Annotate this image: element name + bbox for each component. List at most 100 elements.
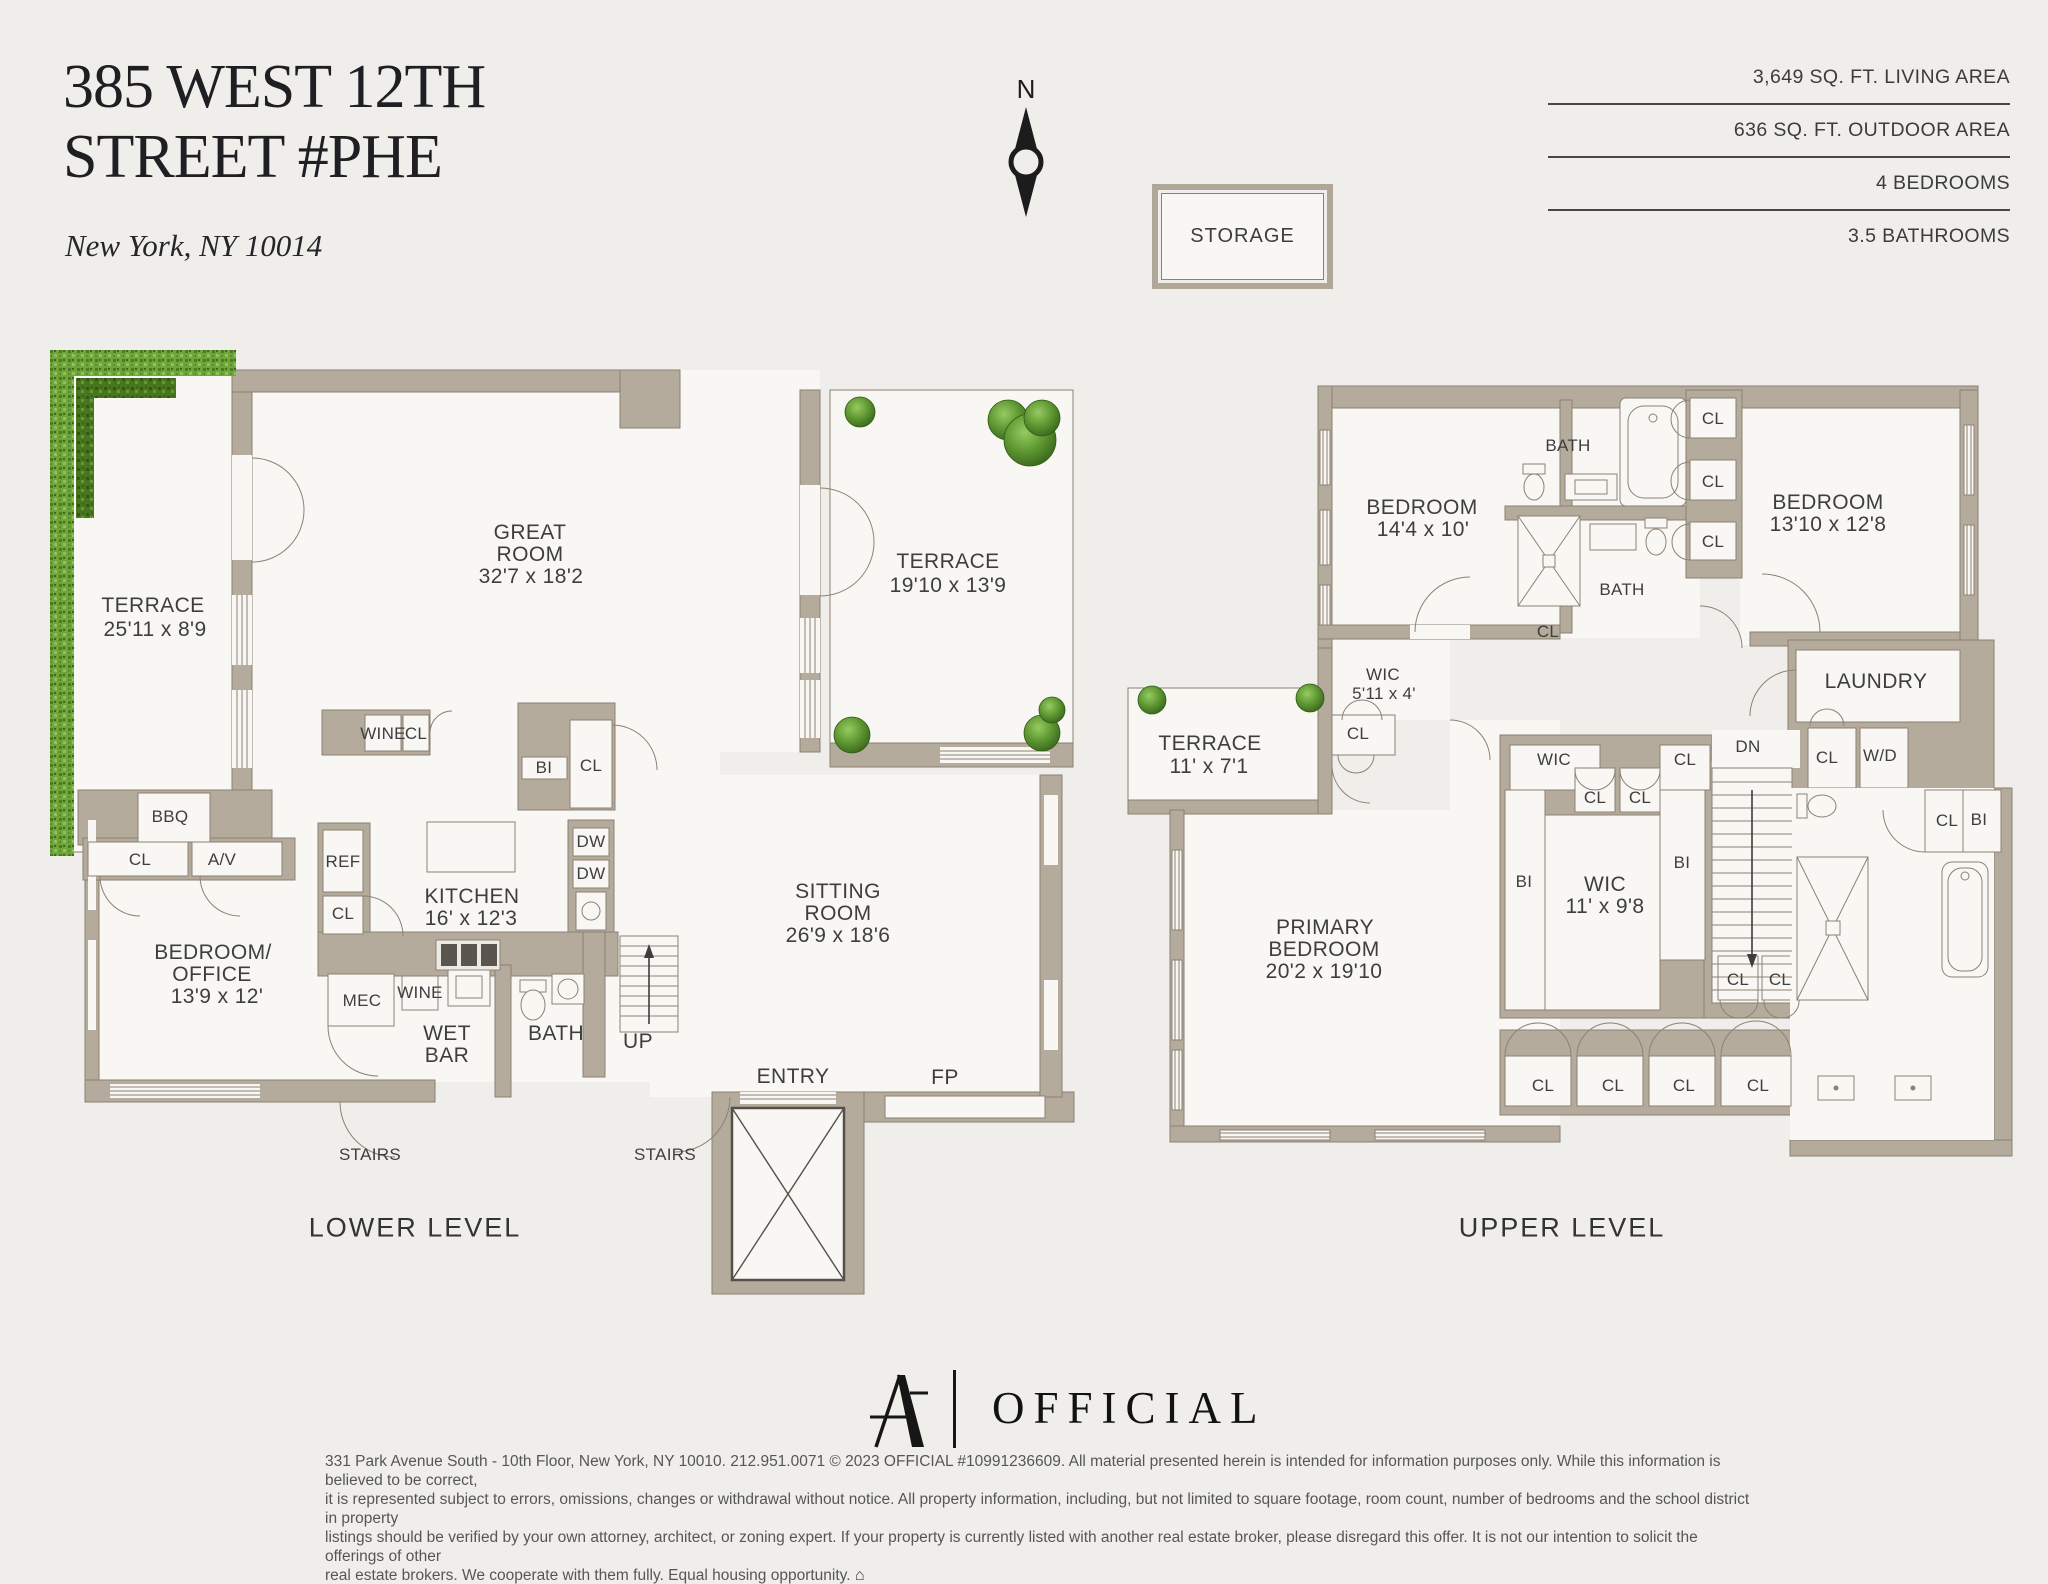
- built-in-label: BI: [1515, 872, 1533, 892]
- equal-housing-icon: ⌂: [854, 1567, 865, 1584]
- closet-label: CL: [1701, 472, 1725, 492]
- refrigerator-label: REF: [325, 852, 361, 872]
- address-subtitle: New York, NY 10014: [65, 228, 323, 263]
- terrace-left-label: TERRACE: [101, 593, 205, 617]
- closet-label: CL: [1701, 532, 1725, 552]
- closet-label: CL: [128, 850, 152, 870]
- stat-outdoor-area: 636 SQ. FT. OUTDOOR AREA: [1548, 105, 2010, 158]
- built-in-label: BI: [1673, 853, 1691, 873]
- wic3-dims: 11' x 9'8: [1565, 894, 1645, 918]
- kitchen-label: KITCHEN: [424, 884, 520, 908]
- terrace-right-dims: 19'10 x 13'9: [889, 573, 1007, 597]
- brand-name: OFFICIAL: [992, 1383, 1267, 1433]
- legal-disclaimer: 331 Park Avenue South - 10th Floor, New …: [325, 1452, 1755, 1584]
- lower-level-drawing: [50, 350, 1075, 1295]
- bedroom1-label: BEDROOM: [1366, 495, 1478, 519]
- washer-dryer-label: W/D: [1863, 746, 1897, 766]
- upper-level-title: UPPER LEVEL: [1458, 1212, 1666, 1243]
- closet-label: CL: [579, 756, 603, 776]
- legal-line-2: it is represented subject to errors, omi…: [325, 1491, 1750, 1527]
- closet-label: CL: [1536, 622, 1560, 642]
- sitting-room-dims: 26'9 x 18'6: [785, 923, 891, 947]
- wic3-label: WIC: [1583, 872, 1627, 896]
- closet-label: CL: [1768, 970, 1792, 990]
- built-in-label: BI: [535, 758, 553, 778]
- wine-label: WINE: [397, 983, 443, 1003]
- title-line-2: STREET #PHE: [63, 123, 443, 191]
- stat-bathrooms: 3.5 BATHROOMS: [1848, 225, 2010, 247]
- compass-north-label: N: [1016, 74, 1036, 104]
- page-title: 385 WEST 12TH STREET #PHE: [63, 52, 486, 192]
- closet-label: CL: [1601, 1076, 1625, 1096]
- storage-label: STORAGE: [1161, 193, 1324, 280]
- bedroom2-dims: 13'10 x 12'8: [1769, 512, 1887, 536]
- compass-needle-icon: [1008, 107, 1044, 217]
- closet-label: CL: [1726, 970, 1750, 990]
- bath-label: BATH: [527, 1021, 585, 1045]
- closet-label: CL: [1583, 788, 1607, 808]
- wic1-label: WIC: [1366, 665, 1400, 685]
- closet-label: CL: [1531, 1076, 1555, 1096]
- closet-label: CL: [1346, 724, 1370, 744]
- stat-living-area: 3,649 SQ. FT. LIVING AREA: [1548, 52, 2010, 105]
- sitting-room-label-1: SITTING: [795, 879, 881, 903]
- closet-label: CL: [1815, 748, 1839, 768]
- wet-bar-label-1: WET: [423, 1021, 471, 1045]
- legal-line-4: real estate brokers. We cooperate with t…: [325, 1567, 865, 1584]
- primary-bedroom-dims: 20'2 x 19'10: [1265, 959, 1383, 983]
- title-line-1: 385 WEST 12TH: [63, 53, 486, 121]
- bath-label: BATH: [1599, 580, 1645, 600]
- closet-label: CL: [1628, 788, 1652, 808]
- mechanical-label: MEC: [342, 991, 382, 1011]
- closet-label: CL: [1673, 750, 1697, 770]
- built-in-label: BI: [1970, 810, 1988, 830]
- stat-bedrooms: 4 BEDROOMS: [1548, 158, 2010, 211]
- logo-divider: [953, 1370, 956, 1448]
- closet-label: CL: [1701, 409, 1725, 429]
- compass: N: [1000, 74, 1052, 225]
- closet-label: CL: [1935, 811, 1959, 831]
- bedroom-office-label-1: BEDROOM/: [154, 940, 272, 964]
- bbq-label: BBQ: [151, 807, 189, 827]
- dishwasher-label: DW: [576, 864, 606, 884]
- closet-label: CL: [404, 724, 428, 744]
- upper-level-plan: BEDROOM 14'4 x 10' BATH CL CL CL BATH CL…: [1120, 370, 2048, 1180]
- great-room-label-2: ROOM: [496, 542, 564, 566]
- av-closet-label: A/V: [207, 850, 237, 870]
- fireplace-label: FP: [931, 1065, 959, 1089]
- upper-level-drawing: [1127, 385, 2013, 1157]
- wet-bar-label-2: BAR: [424, 1043, 470, 1067]
- stairs-down-label: DN: [1735, 737, 1761, 757]
- stairs-up-label: UP: [623, 1029, 653, 1053]
- primary-bedroom-label-1: PRIMARY: [1275, 915, 1375, 939]
- great-room-dims: 32'7 x 18'2: [478, 564, 584, 588]
- stairs-label: STAIRS: [634, 1145, 696, 1165]
- property-stats: 3,649 SQ. FT. LIVING AREA 636 SQ. FT. OU…: [1548, 52, 2010, 262]
- closet-label: CL: [1746, 1076, 1770, 1096]
- lower-level-plan: TERRACE 25'11 x 8'9 GREAT ROOM 32'7 x 18…: [40, 340, 1110, 1340]
- bedroom-office-label-2: OFFICE: [172, 962, 252, 986]
- stairs-label: STAIRS: [339, 1145, 401, 1165]
- terrace-upper-dims: 11' x 7'1: [1169, 754, 1249, 778]
- bedroom-office-dims: 13'9 x 12': [170, 984, 264, 1008]
- entry-label: ENTRY: [756, 1064, 830, 1088]
- bath-label: BATH: [1545, 436, 1591, 456]
- laundry-label: LAUNDRY: [1824, 669, 1928, 693]
- primary-bedroom-label-2: BEDROOM: [1268, 937, 1380, 961]
- storage-room: STORAGE: [1152, 184, 1333, 289]
- wic2-label: WIC: [1537, 750, 1571, 770]
- closet-label: CL: [331, 904, 355, 924]
- kitchen-dims: 16' x 12'3: [424, 906, 518, 930]
- terrace-upper-label: TERRACE: [1158, 731, 1262, 755]
- terrace-left-dims: 25'11 x 8'9: [103, 617, 207, 641]
- legal-line-1: 331 Park Avenue South - 10th Floor, New …: [325, 1453, 1721, 1489]
- official-logo-monogram-icon: [870, 1374, 928, 1448]
- wic1-dims: 5'11 x 4': [1352, 684, 1416, 704]
- dishwasher-label: DW: [576, 832, 606, 852]
- bedroom2-label: BEDROOM: [1772, 490, 1884, 514]
- wine-closet-label: WINE: [360, 724, 406, 744]
- great-room-label-1: GREAT: [493, 520, 567, 544]
- bedroom1-dims: 14'4 x 10': [1376, 517, 1470, 541]
- terrace-right-label: TERRACE: [896, 549, 1000, 573]
